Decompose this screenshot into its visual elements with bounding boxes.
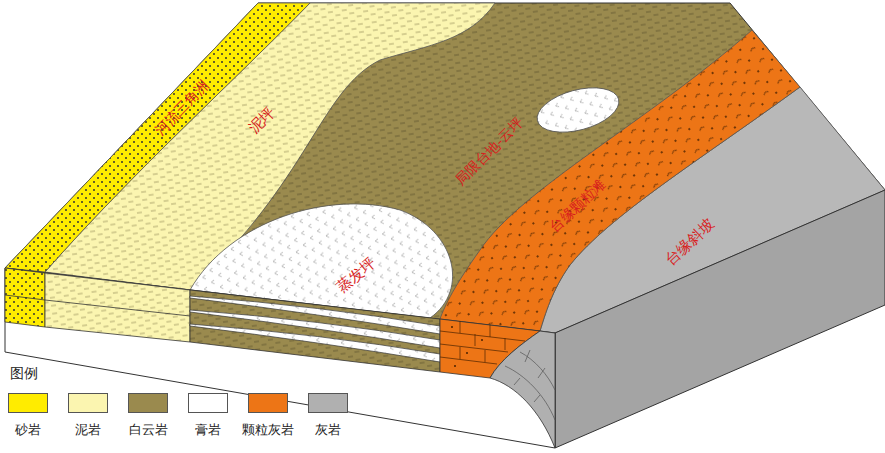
legend-text: 颗粒灰岩	[238, 421, 298, 439]
legend-item: 膏岩	[188, 393, 248, 443]
legend-heading: 图例	[10, 366, 38, 381]
legend-item: 颗粒灰岩	[248, 393, 308, 443]
legend-swatch	[188, 393, 228, 413]
zone-label: 局限台地-云坪	[453, 115, 527, 189]
legend-text: 泥岩	[58, 421, 118, 439]
legend-swatch	[8, 393, 48, 413]
zone-label: 台缘颗粒滩	[547, 176, 609, 235]
legend-item: 砂岩	[8, 393, 68, 443]
zone-label: 泥坪	[246, 104, 279, 137]
zone-label: 河流三角洲	[152, 77, 212, 138]
legend-item: 灰岩	[308, 393, 368, 443]
zone-label: 台缘斜坡	[662, 216, 717, 269]
legend-swatch	[68, 393, 108, 413]
legend-text: 灰岩	[298, 421, 358, 439]
zone-label: 蒸发坪	[333, 254, 378, 296]
legend-item: 泥岩	[68, 393, 128, 443]
legend-swatch	[248, 393, 288, 413]
legend-text: 砂岩	[0, 421, 58, 439]
legend-text: 白云岩	[118, 421, 178, 439]
legend-swatch	[128, 393, 168, 413]
legend-swatch	[308, 393, 348, 413]
legend-text: 膏岩	[178, 421, 238, 439]
legend-item: 白云岩	[128, 393, 188, 443]
